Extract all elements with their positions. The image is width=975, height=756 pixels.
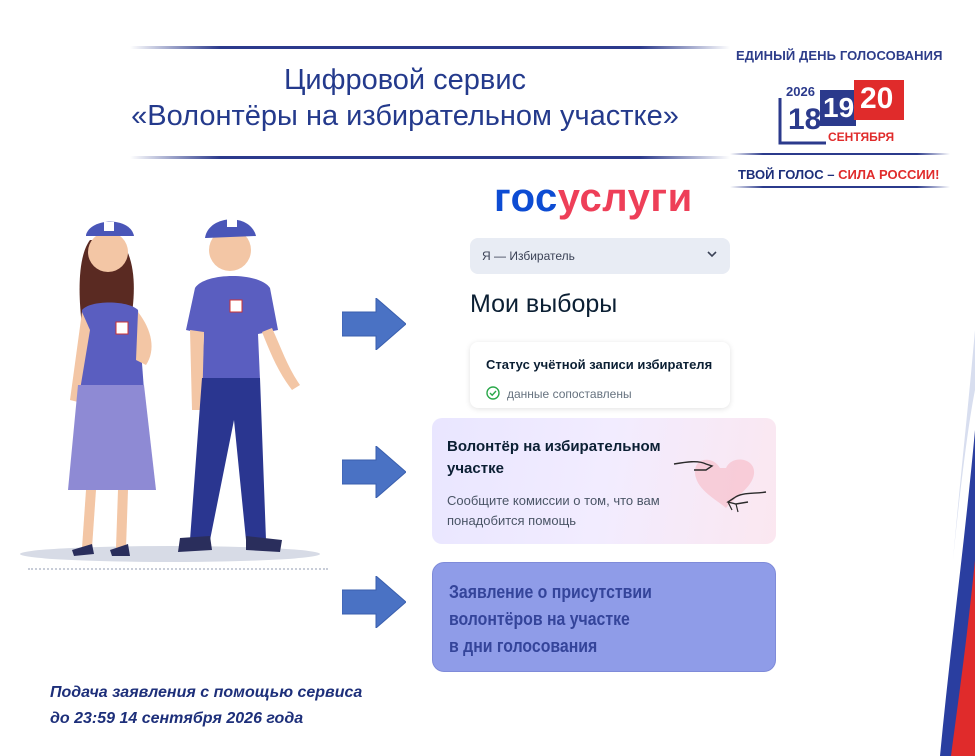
deadline-line-1: Подача заявления с помощью сервиса <box>50 684 363 701</box>
tricolor-decoration <box>935 300 975 756</box>
election-day-label: ЕДИНЫЙ ДЕНЬ ГОЛОСОВАНИЯ <box>736 48 943 63</box>
gosuslugi-logo-part1: гос <box>494 176 558 220</box>
volunteer-card-title: Волонтёр на избирательном участке <box>447 438 661 477</box>
deadline-text: Подача заявления с помощью сервиса до 23… <box>50 680 362 732</box>
logo-day-18: 18 <box>788 103 822 136</box>
status-card-status: данные сопоставлены <box>507 387 632 401</box>
slogan-part-2: СИЛА РОССИИ! <box>838 167 940 182</box>
logo-line-bottom <box>730 186 950 188</box>
page-title: Цифровой сервис «Волонтёры на избиратель… <box>95 62 715 134</box>
application-line-3: в дни голосования <box>449 636 598 656</box>
application-text: Заявление о присутствии волонтёров на уч… <box>449 579 722 660</box>
slogan-part-1: ТВОЙ ГОЛОС – <box>738 167 839 182</box>
arrow-right-icon <box>342 576 406 628</box>
application-box: Заявление о присутствии волонтёров на уч… <box>432 562 776 672</box>
arrow-right-icon <box>342 298 406 350</box>
logo-day-19: 19 <box>823 92 855 123</box>
illustration-dotted-line <box>28 568 328 570</box>
deadline-line-2: до 23:59 14 сентября 2026 года <box>50 710 304 727</box>
application-line-2: волонтёров на участке <box>449 609 630 629</box>
application-line-1: Заявление о присутствии <box>449 582 652 602</box>
gosuslugi-logo-part2: услуги <box>557 176 693 220</box>
logo-month: СЕНТЯБРЯ <box>828 130 895 144</box>
volunteers-illustration <box>20 218 320 562</box>
logo-year: 2026 <box>786 84 815 99</box>
my-elections-heading: Мои выборы <box>470 290 618 318</box>
status-card-title: Статус учётной записи избирателя <box>486 357 713 372</box>
selector-label: Я — Избиратель <box>482 249 575 263</box>
check-circle-icon <box>486 386 500 400</box>
volunteer-card-description: Сообщите комиссии о том, что вам понадоб… <box>447 493 660 528</box>
title-line-2: «Волонтёры на избирательном участке» <box>131 100 679 132</box>
voter-status-card[interactable]: Статус учётной записи избирателя данные … <box>470 342 730 408</box>
hands-heart-icon <box>673 459 767 513</box>
chevron-down-icon <box>707 251 717 258</box>
title-line-1: Цифровой сервис <box>283 64 527 96</box>
voter-role-selector[interactable]: Я — Избиратель <box>470 238 730 274</box>
election-dates-logo: 2026 18 19 20 СЕНТЯБРЯ <box>778 78 908 148</box>
logo-day-20: 20 <box>860 82 894 115</box>
gosuslugi-logo: госуслуги <box>494 176 693 221</box>
dates-frame-icon <box>778 80 904 145</box>
logo-line-mid <box>730 153 950 155</box>
election-slogan: ТВОЙ ГОЛОС – СИЛА РОССИИ! <box>738 167 939 182</box>
arrow-right-icon <box>342 446 406 498</box>
header-line-bottom <box>130 156 730 159</box>
header-line-top <box>130 46 730 49</box>
